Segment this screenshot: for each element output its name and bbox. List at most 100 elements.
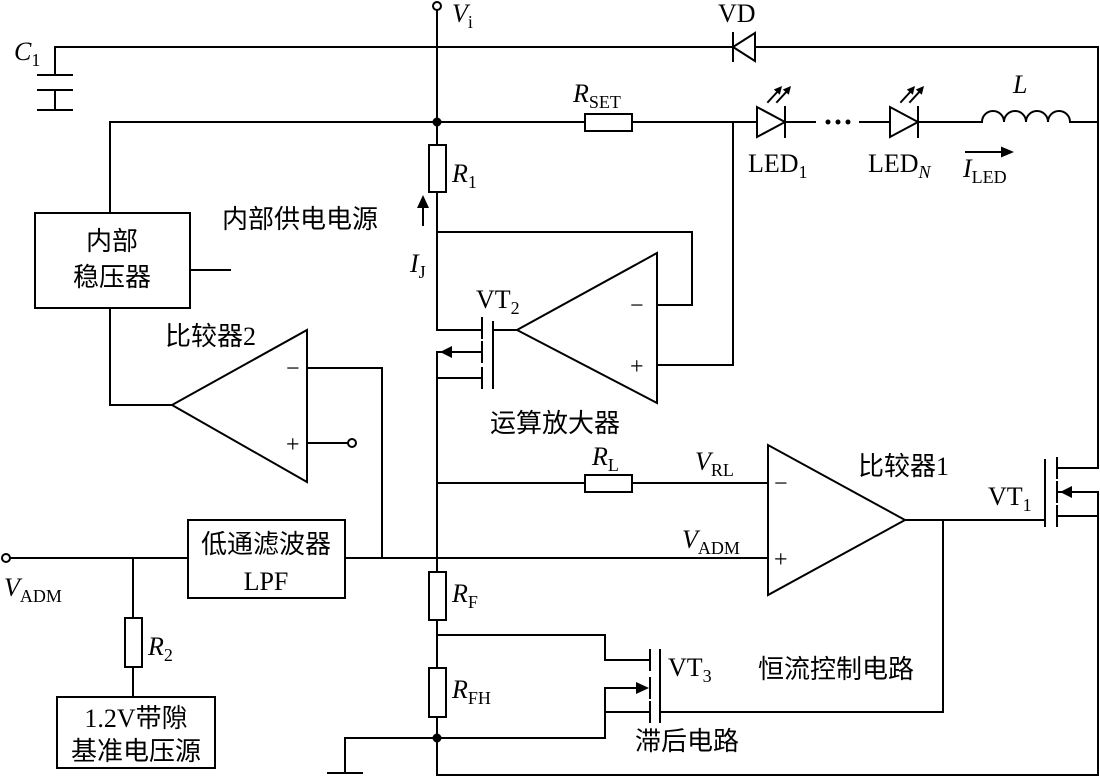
vt2-arrow [440, 346, 452, 358]
label-iled: ILED [962, 154, 1007, 187]
comparator2-plus-sign: + [286, 432, 300, 458]
label-vt3-main: VT [668, 653, 703, 682]
label-ledn: LEDN [868, 149, 932, 182]
led-n-triangle [889, 105, 921, 139]
wire-comparator2-minus [306, 367, 383, 559]
led-1 [756, 86, 791, 139]
light-emission-icon [766, 86, 791, 104]
arrow-head [1001, 146, 1014, 158]
label-ij: IJ [409, 249, 426, 282]
label-vadm-comparator: VADM [682, 525, 740, 558]
ellipsis-dot [845, 119, 851, 125]
label-vi: Vi [452, 0, 473, 32]
label-c1: C1 [14, 37, 40, 70]
led-n [889, 86, 924, 139]
label-vt1-main: VT [988, 482, 1023, 511]
label-rf-main: R [451, 579, 468, 608]
wire-regulator-to-comparator2 [109, 307, 173, 406]
vt1-arrow [1060, 486, 1072, 498]
label-r1-main: R [451, 159, 468, 188]
label-r2: R2 [147, 632, 173, 665]
wires [9, 9, 1099, 776]
label-r2-sub: 2 [164, 645, 173, 665]
wire-c1-top-rail [54, 46, 734, 76]
label-ledn-main: LED [868, 149, 919, 178]
wire-comparator1-to-vt3-gate [659, 519, 944, 713]
label-rf: RF [451, 579, 478, 612]
reference-label-line2: 基准电压源 [71, 737, 201, 766]
label-vadm-comparator-sub: ADM [698, 538, 740, 558]
label-rset: RSET [572, 79, 621, 112]
label-vi-sub: i [468, 12, 473, 32]
vt3-source [436, 687, 651, 739]
comparator1-triangle [767, 443, 908, 597]
label-rl-sub: L [608, 455, 619, 475]
emission-arrow-head [906, 86, 915, 95]
emission-arrow-head [782, 86, 791, 95]
label-vadm-input: VADM [4, 573, 62, 606]
opamp-triangle [514, 251, 658, 405]
regulator-label-line1: 内部 [86, 227, 138, 256]
label-ij-sub: J [419, 262, 426, 282]
label-c1-sub: 1 [31, 50, 40, 70]
wire-ground-branch [344, 737, 438, 774]
label-ledn-sub: N [918, 162, 932, 182]
label-rfh-main: R [451, 675, 468, 704]
label-ij-main: I [409, 249, 420, 278]
label-vadm-input-main: V [4, 573, 23, 602]
reference-block [56, 696, 216, 769]
label-vt1-sub: 1 [1023, 495, 1032, 515]
label-vadm-comparator-main: V [682, 525, 701, 554]
label-vrl-sub: RL [711, 460, 734, 480]
label-iled-main: I [962, 154, 973, 183]
label-iled-sub: LED [972, 167, 1007, 187]
transistor-vt2 [436, 317, 518, 389]
diode-vd-triangle [731, 31, 756, 63]
current-arrow-iled [965, 146, 1014, 158]
ellipsis-dot [835, 119, 841, 125]
comparator2-label: 比较器2 [165, 322, 256, 351]
label-rfh-sub: FH [468, 688, 491, 708]
comparator1-minus-sign: − [774, 471, 788, 497]
lpf-label-line2: LPF [244, 567, 289, 596]
comparator2-triangle [169, 328, 308, 484]
label-rf-sub: F [468, 592, 478, 612]
opamp-label: 运算放大器 [490, 409, 620, 438]
diode-vd [731, 31, 756, 63]
capacitor-c1 [37, 74, 73, 111]
label-vadm-input-sub: ADM [20, 586, 62, 606]
terminals [1, 1, 442, 743]
label-vt2-main: VT [476, 285, 511, 314]
lpf-block [187, 519, 346, 599]
label-vd-main: VD [718, 0, 756, 28]
comparator2-plus-terminal [347, 438, 357, 448]
transistor-vt3 [436, 634, 661, 739]
vt3-drain [436, 634, 651, 661]
wire-vd-to-vt1-drain [754, 46, 1099, 469]
inductor-l [980, 110, 1072, 124]
label-led1: LED1 [748, 149, 808, 182]
opamp-plus-sign: + [630, 354, 644, 380]
resistor-rfh [428, 667, 447, 718]
resistor-r2 [124, 617, 143, 668]
resistor-rf [428, 571, 447, 621]
label-vt1: VT1 [988, 482, 1032, 515]
label-vd: VD [718, 0, 756, 28]
resistor-rl [584, 474, 633, 493]
vi-terminal [432, 1, 442, 11]
vadm-terminal [1, 553, 11, 563]
label-vt3: VT3 [668, 653, 712, 686]
label-led1-main: LED [748, 149, 799, 178]
label-l: L [1012, 70, 1027, 99]
label-r2-main: R [147, 632, 164, 661]
label-c1-main: C [14, 37, 32, 66]
label-r1: R1 [451, 159, 477, 192]
current-arrow-ij [417, 195, 429, 226]
label-vt2: VT2 [476, 285, 520, 318]
comparator1-label: 比较器1 [858, 452, 949, 481]
label-r1-sub: 1 [468, 172, 477, 192]
reference-label-line1: 1.2V带隙 [84, 704, 187, 733]
emission-arrow-head [773, 86, 782, 95]
regulator-label-line2: 稳压器 [73, 263, 151, 292]
